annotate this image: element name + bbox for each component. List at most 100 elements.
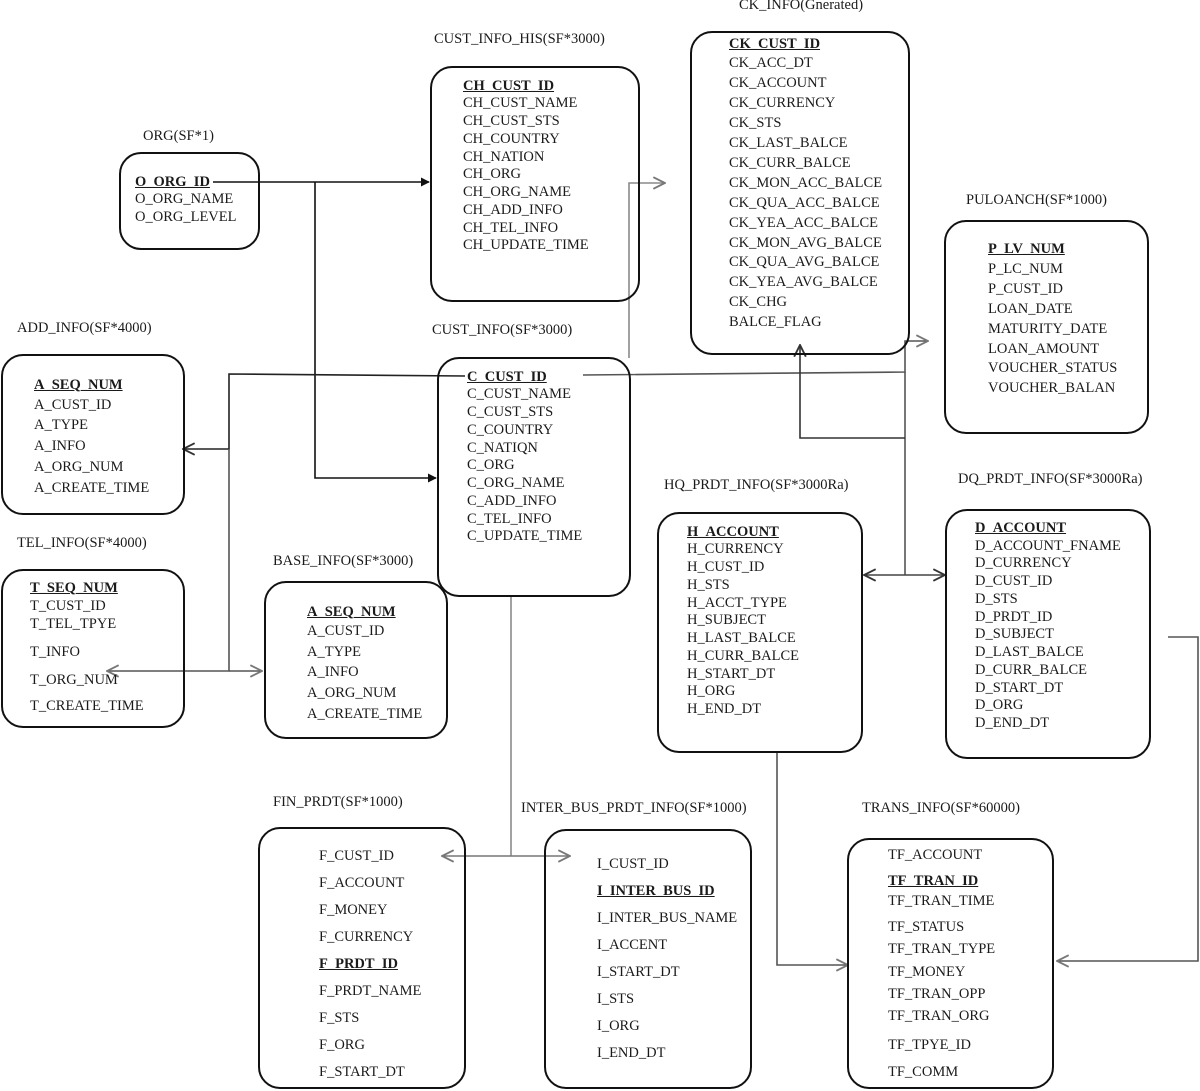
field-name: CH_CUST_NAME	[463, 95, 578, 111]
field-name: CH_CUST_ID	[463, 78, 555, 94]
link-cust-info-to-ck-info	[628, 183, 665, 358]
field-name: CK_QUA_AVG_BALCE	[729, 254, 880, 270]
field-name: H_ORG	[687, 683, 736, 699]
field-name: F_ORG	[319, 1037, 365, 1053]
field-name: D_END_DT	[975, 715, 1050, 731]
field-name: A_CUST_ID	[34, 397, 112, 413]
field-name: T_CREATE_TIME	[30, 698, 144, 714]
table-ck-info: CK_CUST_ID CK_ACC_DT CK_ACCOUNT CK_CURRE…	[690, 31, 910, 355]
field-name: I_STS	[597, 991, 635, 1007]
field-name: LOAN_AMOUNT	[988, 341, 1100, 357]
field-name: VOUCHER_STATUS	[988, 360, 1118, 376]
field-name: MATURITY_DATE	[988, 321, 1108, 337]
table-title: CK_INFO(Gnerated)	[739, 0, 864, 13]
field-name: I_ACCENT	[597, 937, 668, 953]
field-name: D_ACCOUNT_FNAME	[975, 538, 1121, 554]
field-name: CK_YEA_AVG_BALCE	[729, 274, 878, 290]
field-name: H_CURR_BALCE	[687, 648, 799, 664]
field-name: CH_TEL_INFO	[463, 220, 559, 236]
field-name: C_CUST_ID	[467, 369, 547, 385]
table-puloanch: P_LV_NUM P_LC_NUM P_CUST_ID LOAN_DATE MA…	[944, 220, 1149, 434]
field-name: I_START_DT	[597, 964, 680, 980]
field-name: D_CURR_BALCE	[975, 662, 1087, 678]
field-name: CH_ADD_INFO	[463, 202, 563, 218]
field-name: CH_NATION	[463, 149, 545, 165]
field-name: T_TEL_TPYE	[30, 616, 117, 632]
field-name: TF_TRAN_OPP	[888, 986, 986, 1002]
field-name: I_CUST_ID	[597, 856, 669, 872]
table-title: DQ_PRDT_INFO(SF*3000Ra)	[958, 471, 1143, 487]
table-tel-info: T_SEQ_NUM T_CUST_ID T_TEL_TPYE T_INFO T_…	[1, 569, 185, 728]
field-name: F_PRDT_NAME	[319, 983, 422, 999]
field-name: T_CUST_ID	[30, 598, 106, 614]
table-hq-prdt-info: H_ACCOUNT H_CURRENCY H_CUST_ID H_STS H_A…	[657, 512, 863, 753]
table-inter-bus-prdt-info: I_CUST_ID I_INTER_BUS_ID I_INTER_BUS_NAM…	[544, 829, 752, 1089]
field-name: D_STS	[975, 591, 1018, 607]
field-name: C_ADD_INFO	[467, 493, 557, 509]
field-name: A_ORG_NUM	[34, 459, 124, 475]
field-name: D_ACCOUNT	[975, 520, 1067, 536]
field-name: C_NATIQN	[467, 440, 538, 456]
field-name: P_CUST_ID	[988, 281, 1063, 297]
field-name: CK_CUST_ID	[729, 36, 821, 52]
table-dq-prdt-info: D_ACCOUNT D_ACCOUNT_FNAME D_CURRENCY D_C…	[945, 509, 1151, 759]
field-name: F_PRDT_ID	[319, 956, 398, 972]
link-ck-info-loop	[800, 345, 905, 439]
table-title: CUST_INFO_HIS(SF*3000)	[434, 31, 605, 47]
table-trans-info: TF_ACCOUNT TF_TRAN_ID TF_TRAN_TIME TF_ST…	[847, 838, 1054, 1089]
table-title: TEL_INFO(SF*4000)	[17, 535, 147, 551]
field-name: CK_CURR_BALCE	[729, 155, 851, 171]
field-name: I_INTER_BUS_ID	[597, 883, 715, 899]
field-name: T_ORG_NUM	[30, 672, 118, 688]
field-name: D_PRDT_ID	[975, 609, 1053, 625]
field-name: T_SEQ_NUM	[30, 580, 118, 596]
field-name: TF_TPYE_ID	[888, 1037, 971, 1053]
field-name: H_SUBJECT	[687, 612, 766, 628]
field-name: TF_ACCOUNT	[888, 847, 983, 863]
field-name: I_ORG	[597, 1018, 640, 1034]
table-org: O_ORG_ID O_ORG_NAME O_ORG_LEVEL	[119, 152, 260, 250]
field-name: TF_STATUS	[888, 919, 965, 935]
field-name: D_ORG	[975, 697, 1024, 713]
table-cust-info: C_CUST_ID C_CUST_NAME C_CUST_STS C_COUNT…	[437, 357, 631, 597]
field-name: TF_TRAN_TYPE	[888, 941, 996, 957]
table-base-info: A_SEQ_NUM A_CUST_ID A_TYPE A_INFO A_ORG_…	[264, 581, 448, 739]
field-name: D_CUST_ID	[975, 573, 1053, 589]
link-cust-info-to-puloanch	[582, 341, 928, 376]
field-name: CH_CUST_STS	[463, 113, 560, 129]
field-name: H_STS	[687, 577, 730, 593]
field-name: CH_COUNTRY	[463, 131, 560, 147]
field-name: C_TEL_INFO	[467, 511, 552, 527]
field-name: C_CUST_NAME	[467, 386, 571, 402]
field-name: CH_ORG	[463, 166, 522, 182]
field-name: TF_COMM	[888, 1064, 959, 1080]
field-name: CK_CHG	[729, 294, 788, 310]
field-name: BALCE_FLAG	[729, 314, 822, 330]
field-name: A_ORG_NUM	[307, 685, 397, 701]
field-name: C_UPDATE_TIME	[467, 528, 583, 544]
field-name: D_LAST_BALCE	[975, 644, 1084, 660]
field-name: F_START_DT	[319, 1064, 405, 1080]
field-name: H_CUST_ID	[687, 559, 765, 575]
field-name: D_START_DT	[975, 680, 1064, 696]
link-org-to-cust-info	[314, 182, 437, 483]
field-name: CK_YEA_ACC_BALCE	[729, 215, 879, 231]
field-name: A_INFO	[34, 438, 86, 454]
link-cust-info-to-add-info	[183, 373, 466, 449]
field-name: CK_QUA_ACC_BALCE	[729, 195, 880, 211]
field-name: A_CUST_ID	[307, 623, 385, 639]
field-name: TF_TRAN_ORG	[888, 1008, 990, 1024]
field-name: TF_TRAN_ID	[888, 873, 979, 889]
field-name: H_LAST_BALCE	[687, 630, 796, 646]
field-name: O_ORG_NAME	[135, 191, 234, 207]
field-name: H_START_DT	[687, 666, 776, 682]
field-name: A_TYPE	[307, 644, 361, 660]
table-title: ADD_INFO(SF*4000)	[17, 320, 152, 336]
field-name: TF_TRAN_TIME	[888, 893, 995, 909]
field-name: H_ACCOUNT	[687, 524, 779, 540]
field-name: H_ACCT_TYPE	[687, 595, 787, 611]
field-name: F_MONEY	[319, 902, 388, 918]
field-name: C_ORG	[467, 457, 515, 473]
table-title: INTER_BUS_PRDT_INFO(SF*1000)	[521, 800, 747, 816]
field-name: CK_CURRENCY	[729, 95, 836, 111]
